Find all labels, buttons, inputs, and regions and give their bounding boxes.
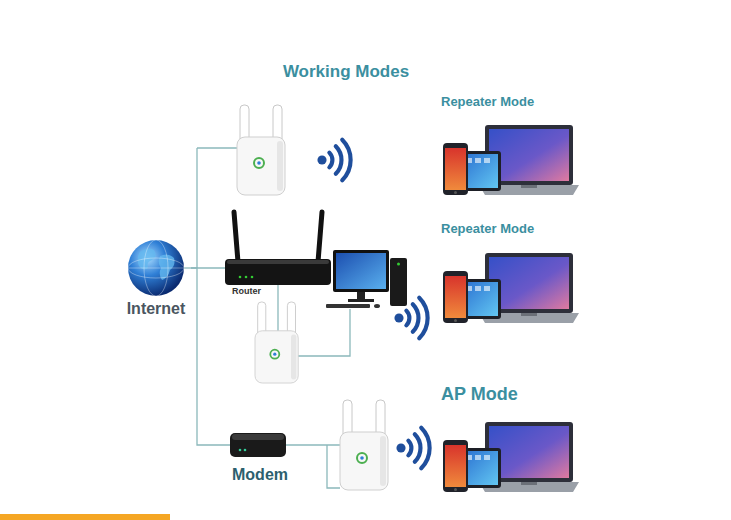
drawing-part [357,292,365,300]
node-label: Router [232,286,261,296]
node-label: Modem [232,466,288,484]
internet-node: Internet [121,238,191,318]
wire [298,309,350,356]
client-devices [443,125,579,195]
drawing-part [128,268,184,269]
drawing-part [128,258,184,278]
drawing-part [251,276,254,279]
drawing-part [225,259,331,285]
client-devices [443,253,579,323]
wifi-signal [396,428,429,468]
wire [197,147,237,148]
drawing-part [128,240,184,296]
drawing-part [348,299,374,302]
node-label: Repeater Mode [441,222,534,237]
drawing-part [318,212,322,262]
drawing-part [245,276,248,279]
wifi-signal [317,140,350,180]
drawing-part [230,433,286,457]
desktop-computer [326,250,407,308]
drawing-part [227,260,329,264]
globe-icon [128,240,184,296]
modem-device [230,433,286,457]
modem-node: Modem [230,431,292,484]
wiring [184,148,350,488]
node-label: AP Mode [441,384,518,405]
node-label: Internet [127,300,186,318]
drawing-part [397,263,400,266]
wifi-signal [394,298,427,338]
mode-group: AP Mode [440,384,580,496]
client-devices [443,422,579,492]
wire [277,285,278,331]
diagram-title: Working Modes [246,62,446,82]
repeater-device [340,400,388,490]
drawing-part [326,304,370,308]
drawing-part [374,304,380,308]
wire [327,445,340,488]
mode-group: Repeater Mode [440,94,580,200]
router-device [225,212,331,285]
drawing-part [239,449,242,452]
drawing-part [333,250,389,292]
mode-group: Repeater Mode [440,221,580,327]
network-link [191,268,230,445]
drawing-part [336,253,386,289]
wire [184,267,191,268]
drawing-part [239,276,242,279]
node-label: Repeater Mode [441,95,534,110]
wire [286,444,340,445]
accent-bar [0,514,170,520]
drawing-part [390,258,407,306]
drawing-part [232,434,284,440]
router-node: Router [225,208,331,296]
drawing-part [244,449,247,452]
drawing-part [234,212,238,262]
repeater-device [255,302,298,383]
wire [196,148,197,268]
repeater-device [237,105,285,195]
